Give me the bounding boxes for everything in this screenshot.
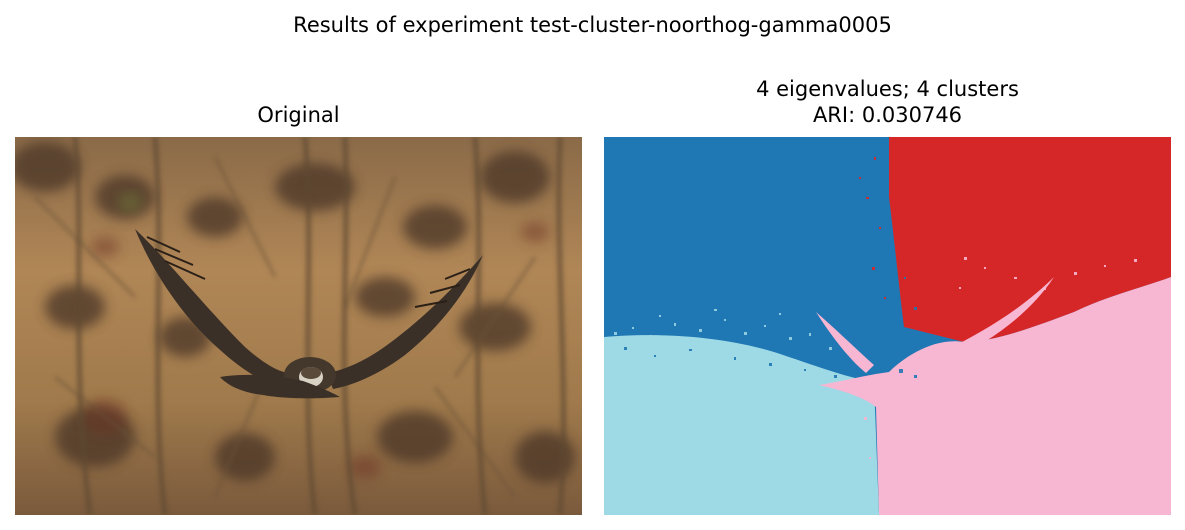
hawk-figure [135, 229, 483, 399]
cluster-region-pink [819, 277, 1171, 515]
cluster-region-red [889, 137, 1171, 342]
original-photo-svg [15, 137, 582, 515]
segmentation-title-eigen: 4 eigenvalues; 4 clusters [756, 77, 1019, 101]
original-image [15, 137, 582, 515]
segmentation-title-ari: ARI: 0.030746 [812, 103, 963, 127]
segmentation-map-svg [604, 137, 1171, 515]
bird-wing-silhouette-right [944, 277, 1054, 361]
bird-wing-silhouette-left [816, 312, 874, 373]
segmentation-image [604, 137, 1171, 515]
cluster-region-cyan [604, 335, 879, 515]
segmentation-panel-title: 4 eigenvalues; 4 clusters ARI: 0.030746 [604, 76, 1171, 128]
original-panel-title: Original [257, 103, 340, 127]
figure-suptitle: Results of experiment test-cluster-noort… [293, 13, 892, 37]
